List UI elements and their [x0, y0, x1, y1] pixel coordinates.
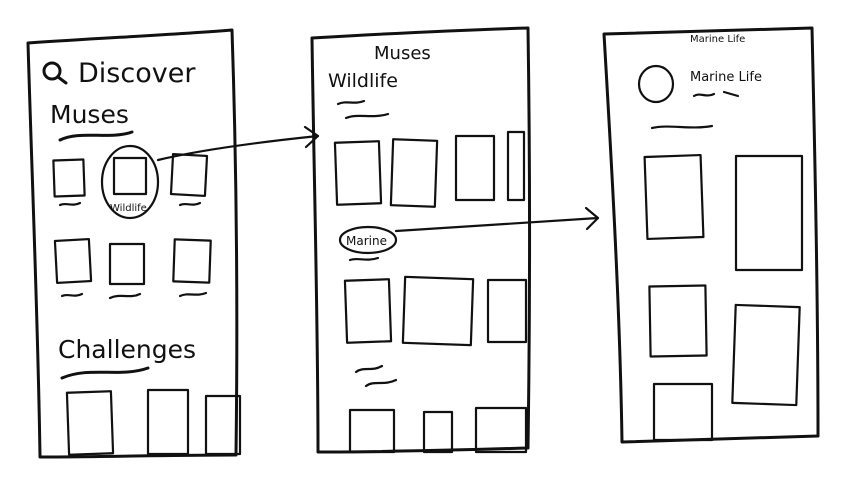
post-card[interactable] [731, 303, 801, 407]
group-subtext [364, 378, 398, 388]
muse-card[interactable] [401, 275, 475, 347]
search-icon[interactable] [42, 61, 68, 85]
muse-tile[interactable] [53, 238, 93, 284]
marine-life-header-title: Marine Life [690, 34, 745, 45]
flow-arrow-wildlife-to-muses [156, 125, 320, 162]
muse-tile[interactable] [52, 158, 86, 198]
challenge-tile[interactable] [65, 390, 115, 456]
discover-title: Discover [78, 58, 196, 89]
marine-life-profile-title: Marine Life [690, 70, 762, 85]
muses-screen-title: Muses [374, 43, 431, 64]
marine-subtext [348, 256, 380, 262]
muse-card[interactable] [389, 138, 439, 208]
challenge-tile[interactable] [204, 394, 242, 456]
wildlife-subtext [344, 112, 390, 120]
muse-card[interactable] [454, 134, 496, 202]
muse-label-wildlife: Wildlife [110, 203, 147, 214]
muse-caption [178, 291, 208, 298]
muse-tile[interactable] [108, 242, 146, 286]
muse-card[interactable] [333, 140, 383, 206]
post-card[interactable] [643, 153, 705, 241]
muse-caption [108, 292, 142, 300]
muse-tile-wildlife[interactable] [112, 156, 148, 196]
profile-subtext [692, 92, 716, 98]
challenges-heading[interactable]: Challenges [58, 335, 196, 364]
marine-label[interactable]: Marine [346, 234, 387, 248]
challenge-tile[interactable] [146, 388, 190, 456]
muses-heading[interactable]: Muses [50, 100, 129, 129]
post-card[interactable] [734, 154, 804, 272]
wildlife-heading: Wildlife [328, 70, 398, 92]
profile-subtext [722, 90, 740, 98]
flow-arrow-marine-to-marine-life [394, 206, 600, 233]
group-subtext [354, 364, 384, 374]
profile-avatar [637, 64, 675, 104]
muse-card[interactable] [343, 278, 393, 344]
marine-highlight-circle [338, 225, 398, 255]
phone-frame-marine-life [602, 26, 820, 444]
screen-discover: Discover Muses Wildlife Challenges [26, 28, 242, 459]
description-line [650, 124, 714, 130]
post-card[interactable] [652, 382, 714, 442]
muse-card[interactable] [506, 130, 526, 202]
muses-underline [58, 130, 134, 142]
muse-card[interactable] [486, 278, 528, 344]
post-card[interactable] [648, 284, 708, 358]
muse-caption [60, 292, 84, 298]
muse-card[interactable] [422, 410, 454, 454]
screen-muses: Muses Wildlife Marine [310, 26, 531, 454]
muse-card[interactable] [348, 408, 396, 454]
muse-caption [178, 201, 202, 207]
muse-card[interactable] [474, 406, 528, 454]
wildlife-subtext [336, 99, 366, 106]
muse-tile[interactable] [169, 153, 209, 197]
challenges-underline [60, 366, 150, 380]
muse-tile[interactable] [172, 238, 212, 284]
muse-caption [58, 201, 82, 207]
muse-highlight-circle [100, 144, 160, 220]
phone-frame-muses [310, 26, 531, 454]
screen-marine-life: Marine Life Marine Life [602, 26, 820, 444]
